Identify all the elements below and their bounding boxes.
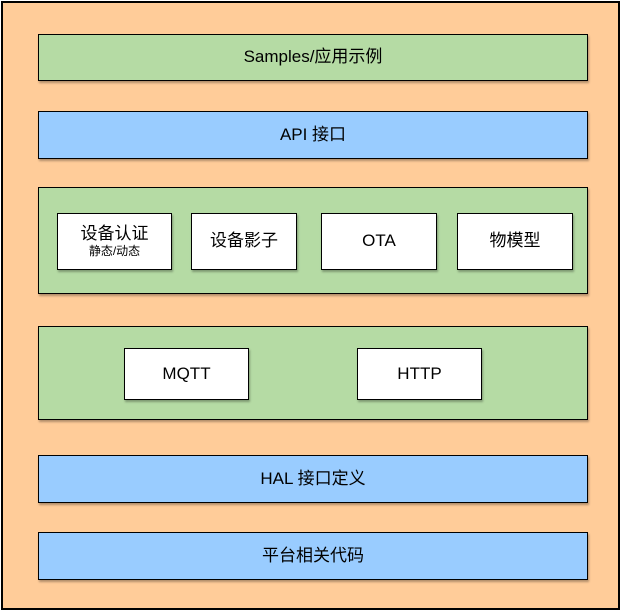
feature-ota-label: OTA [362,231,396,251]
feature-device-auth-label: 设备认证 [80,224,149,244]
feature-device-auth-sublabel: 静态/动态 [88,243,141,258]
layer-hal: HAL 接口定义 [38,455,588,503]
feature-box-device-shadow: 设备影子 [191,213,297,270]
layer-hal-label: HAL 接口定义 [260,468,366,488]
protocol-box-http: HTTP [357,348,482,400]
layer-features: 设备认证 静态/动态 设备影子 OTA 物模型 [38,187,588,294]
layer-platform-label: 平台相关代码 [262,545,364,565]
layer-samples-label: Samples/应用示例 [243,47,383,67]
protocol-http-label: HTTP [397,363,442,383]
protocol-mqtt-label: MQTT [162,363,211,383]
protocol-box-mqtt: MQTT [124,348,249,400]
feature-box-device-auth: 设备认证 静态/动态 [57,213,172,270]
layer-platform: 平台相关代码 [38,532,588,580]
layer-protocols: MQTT HTTP [38,326,588,420]
feature-thing-model-label: 物模型 [489,231,541,251]
layer-api-label: API 接口 [279,124,347,144]
layer-api: API 接口 [38,111,588,159]
feature-device-shadow-label: 设备影子 [210,231,278,251]
feature-box-thing-model: 物模型 [457,213,573,270]
feature-box-ota: OTA [321,213,437,270]
layer-samples: Samples/应用示例 [38,34,588,81]
